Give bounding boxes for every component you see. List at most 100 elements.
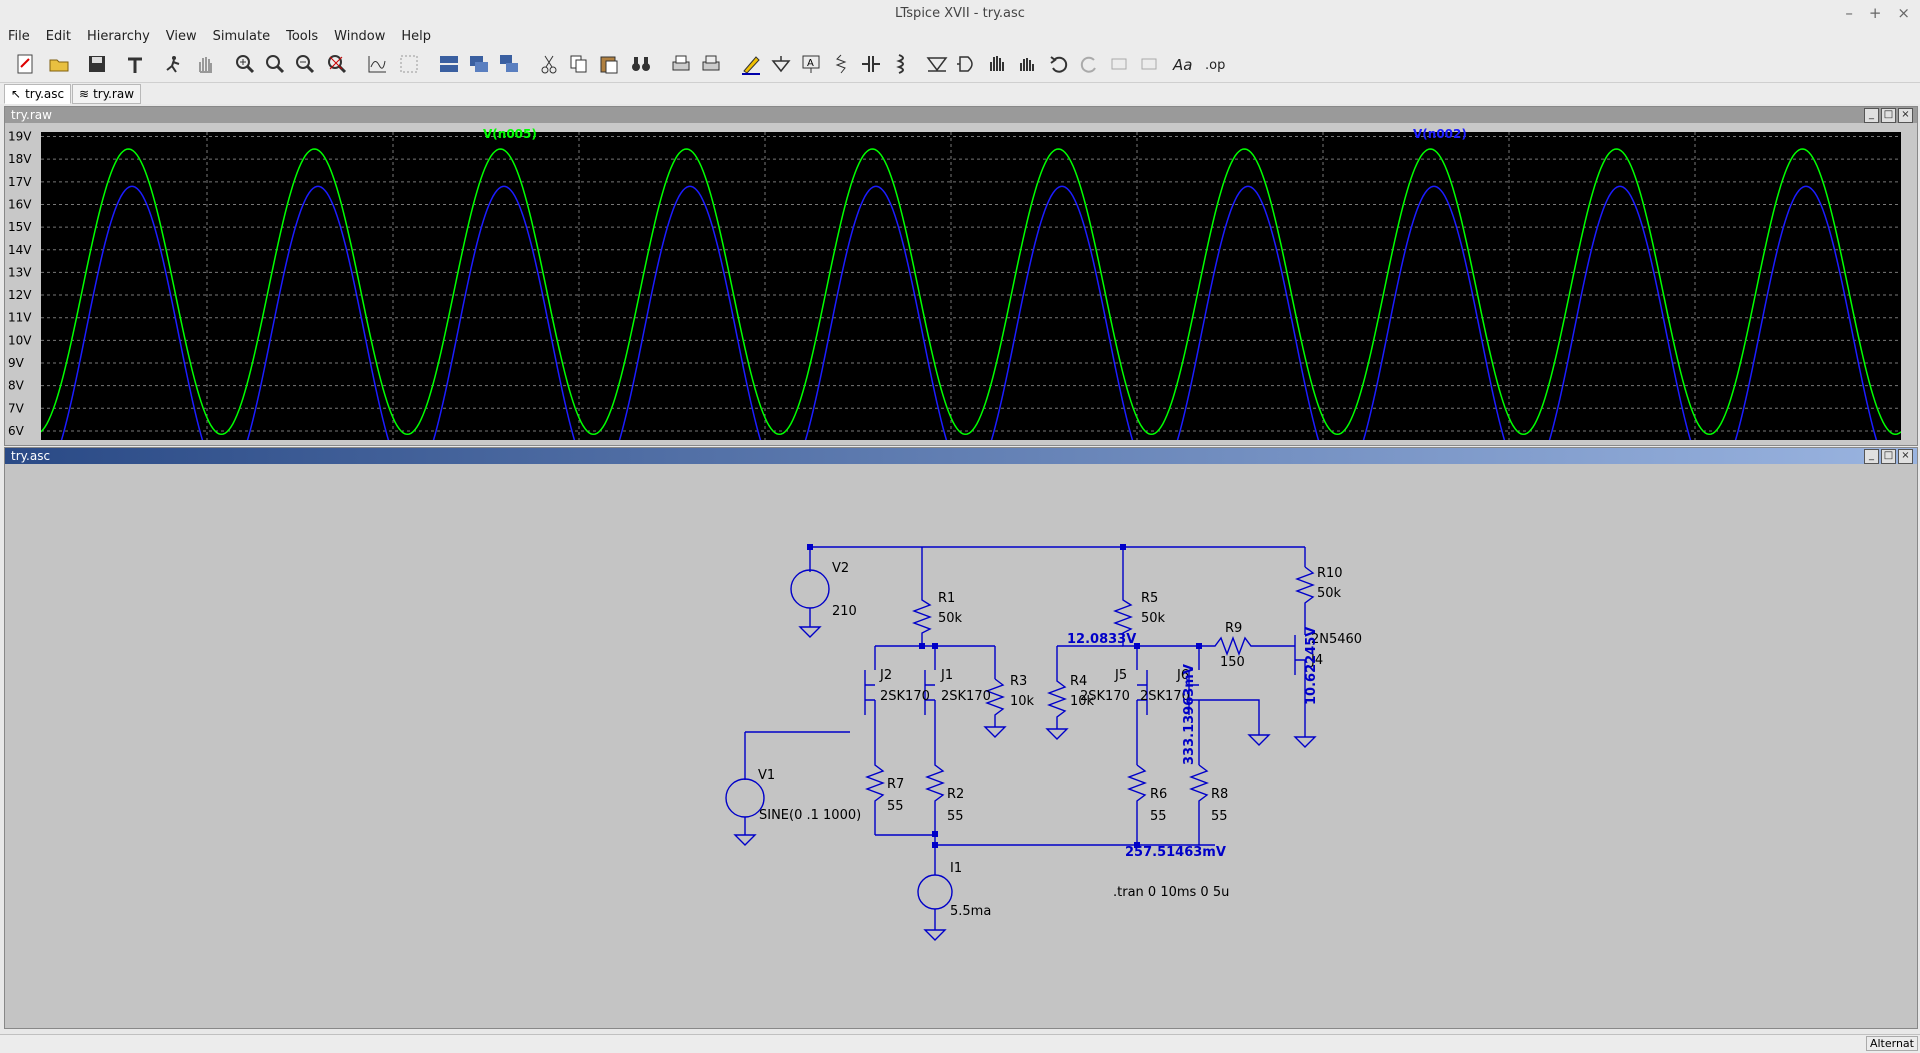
y-tick-label: 9V [8,356,25,370]
y-tick-label: 6V [8,424,25,438]
pane-title: try.raw [11,108,52,122]
zoom-fit-icon[interactable] [324,51,350,77]
autorange-icon[interactable] [364,51,390,77]
traces [41,148,1901,440]
menu-file[interactable]: File [8,29,30,44]
rotate-icon[interactable] [1106,51,1132,77]
cascade-icon[interactable] [496,51,522,77]
pane-close-button[interactable]: × [1898,108,1913,123]
tab-label: try.raw [93,87,135,101]
pane-minimize-button[interactable]: _ [1864,108,1879,123]
spice-directive-icon[interactable]: .op [1202,51,1228,77]
diode-icon[interactable] [924,51,950,77]
zoom-in-icon[interactable] [232,51,258,77]
save-icon[interactable] [84,51,110,77]
capacitor-icon[interactable] [858,51,884,77]
y-tick-label: 14V [8,243,32,257]
control-panel-icon[interactable] [122,51,148,77]
halt-hand-icon[interactable] [192,51,218,77]
label-i1: I1 [950,861,962,876]
drag-hand-icon[interactable] [1014,51,1040,77]
open-folder-icon[interactable] [46,51,72,77]
grid-icon[interactable] [396,51,422,77]
label-j4: 2N5460 [1311,632,1362,647]
y-tick-label: 13V [8,265,32,279]
junction-dot [807,544,813,550]
move-hand-icon[interactable] [984,51,1010,77]
new-schematic-icon[interactable] [12,51,38,77]
undo-icon[interactable] [1046,51,1072,77]
menu-help[interactable]: Help [401,29,432,44]
component-icon[interactable] [954,51,980,77]
inductor-icon[interactable] [888,51,914,77]
value-r6: 55 [1150,809,1167,824]
resistor-icon[interactable] [828,51,854,77]
waveform-pane-titlebar: try.raw _ □ × [5,107,1917,123]
tab-try-raw[interactable]: ≋ try.raw [72,84,142,104]
pane-maximize-button[interactable]: □ [1881,108,1896,123]
wire [875,834,1215,846]
menu-window[interactable]: Window [334,29,386,44]
text-icon[interactable]: Aa [1170,51,1196,77]
tab-try-asc[interactable]: ↖ try.asc [4,84,72,104]
minimize-button[interactable]: – [1845,4,1853,22]
trace-label-v-n002: V(n002) [1413,127,1467,141]
waveform-tab-icon: ≋ [79,87,90,101]
y-tick-label: 18V [8,152,32,166]
menu-bar: File Edit Hierarchy View Simulate Tools … [0,28,1920,48]
menu-tools[interactable]: Tools [286,29,319,44]
resistor-r6-symbol [1127,764,1147,845]
draw-wire-pencil-icon[interactable] [738,51,764,77]
spice-directive: .tran 0 10ms 0 5u [1113,885,1229,900]
find-binoculars-icon[interactable] [628,51,654,77]
value-j6: 2SK170 [1140,689,1190,704]
value-i1: 5.5ma [950,904,991,919]
value-j2: 2SK170 [880,689,930,704]
print-icon[interactable] [668,51,694,77]
zoom-pan-icon[interactable] [262,51,288,77]
label-r8: R8 [1211,787,1228,802]
pane-close-button[interactable]: × [1898,449,1913,464]
menu-view[interactable]: View [165,29,197,44]
close-button[interactable]: × [1897,4,1910,22]
junction-dot [1196,643,1202,649]
copy-icon[interactable] [566,51,592,77]
pane-maximize-button[interactable]: □ [1881,449,1896,464]
tile-vertical-icon[interactable] [466,51,492,77]
resistor-r4-symbol [1045,645,1123,740]
schematic-canvas[interactable]: V2 210 V1 SINE(0 .1 1000) R1 50k R3 10k … [5,465,1915,1027]
status-bar: Alternat [0,1034,1920,1053]
zoom-out-icon[interactable] [292,51,318,77]
value-r4: 10k [1070,694,1095,709]
run-icon[interactable] [160,51,186,77]
pane-minimize-button[interactable]: _ [1864,449,1879,464]
resistor-r1-symbol [912,590,932,646]
trace-v-n002 [60,185,1878,440]
ground-symbol [798,608,822,638]
value-v2: 210 [832,604,857,619]
label-j2: J2 [879,668,892,683]
paste-icon[interactable] [596,51,622,77]
plot-area [41,132,1901,440]
print-preview-icon[interactable] [698,51,724,77]
tile-horizontal-icon[interactable] [436,51,462,77]
cut-icon[interactable] [536,51,562,77]
ground-symbol [923,909,947,941]
mirror-icon[interactable] [1136,51,1162,77]
title-bar: LTspice XVII - try.asc – + × [0,0,1920,29]
maximize-button[interactable]: + [1868,4,1882,22]
menu-edit[interactable]: Edit [45,29,71,44]
redo-icon[interactable] [1076,51,1102,77]
label-v2: V2 [832,561,849,576]
menu-hierarchy[interactable]: Hierarchy [86,29,150,44]
value-r7: 55 [887,799,904,814]
ground-icon[interactable] [768,51,794,77]
menu-simulate[interactable]: Simulate [212,29,271,44]
label-net-icon[interactable]: A [798,51,824,77]
y-tick-label: 12V [8,288,32,302]
y-tick-label: 16V [8,197,32,211]
label-r1: R1 [938,591,955,606]
value-j1: 2SK170 [941,689,991,704]
